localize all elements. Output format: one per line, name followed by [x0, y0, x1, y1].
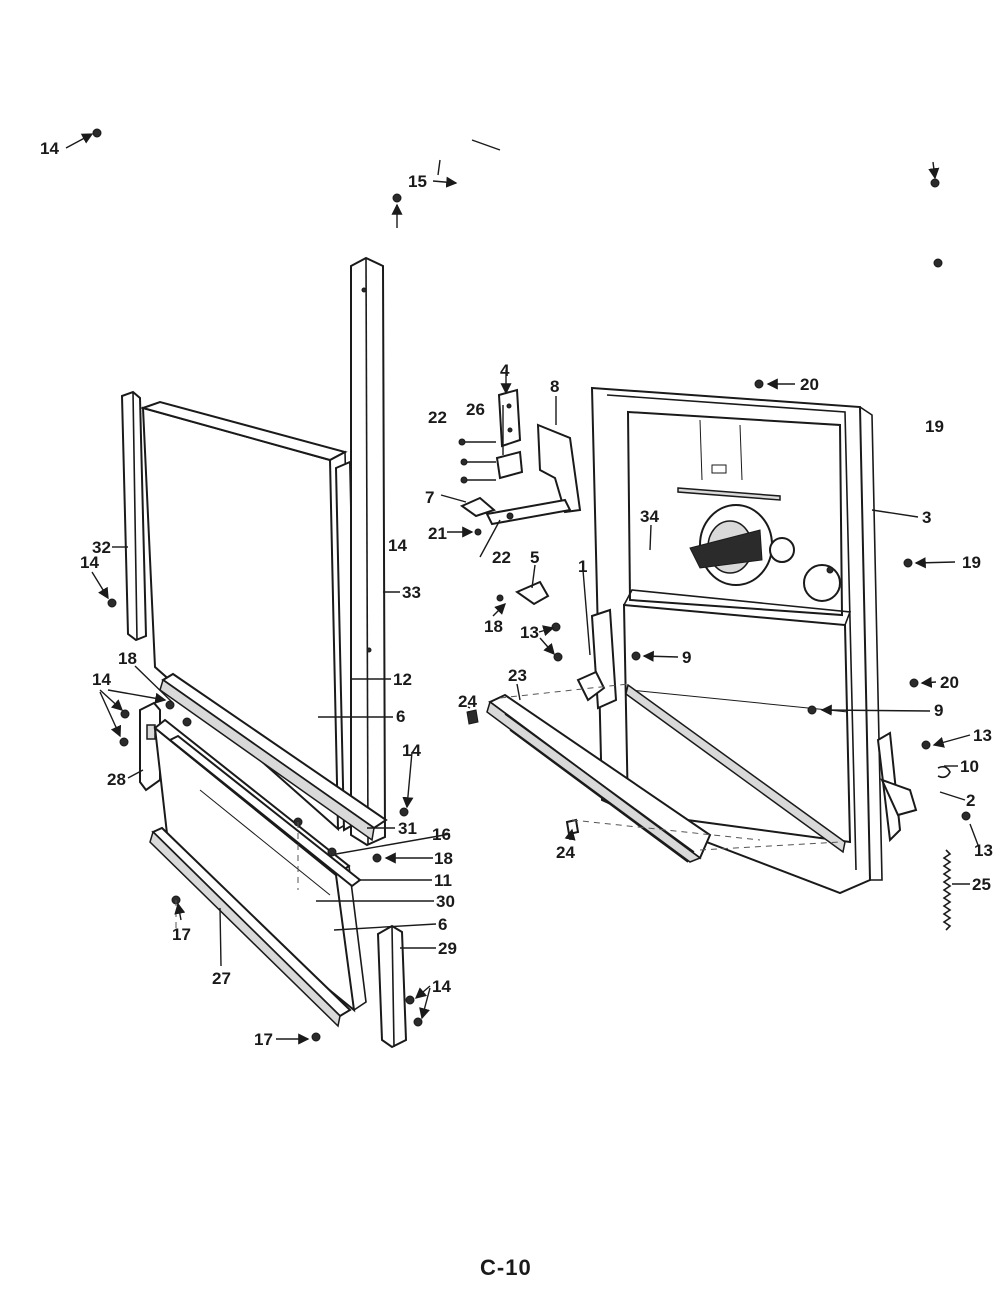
callout-9: 9	[934, 701, 943, 720]
callout-18: 18	[484, 617, 503, 636]
callout-13: 13	[974, 841, 993, 860]
callout-9: 9	[682, 648, 691, 667]
callout-17: 17	[172, 925, 191, 944]
callout-6: 6	[396, 707, 405, 726]
callout-28: 28	[107, 770, 126, 789]
callout-5: 5	[530, 548, 539, 567]
callout-23: 23	[508, 666, 527, 685]
callout-32: 32	[92, 538, 111, 557]
callout-21: 21	[428, 524, 447, 543]
callout-1: 1	[578, 557, 587, 576]
callout-25: 25	[972, 875, 991, 894]
callout-12: 12	[393, 670, 412, 689]
callout-10: 10	[960, 757, 979, 776]
callout-30: 30	[436, 892, 455, 911]
callout-14: 14	[432, 977, 451, 996]
callout-20: 20	[800, 375, 819, 394]
inner-door-assembly	[466, 178, 971, 931]
callout-6: 6	[438, 915, 447, 934]
callout-7: 7	[425, 488, 434, 507]
callout-8: 8	[550, 377, 559, 396]
leader-lines	[65, 133, 979, 1045]
callout-19: 19	[962, 553, 981, 572]
callout-14: 14	[388, 536, 407, 555]
callout-34: 34	[640, 507, 659, 526]
callout-13: 13	[520, 623, 539, 642]
callout-3: 3	[922, 508, 931, 527]
callout-29: 29	[438, 939, 457, 958]
callout-19: 19	[925, 417, 944, 436]
callout-24: 24	[458, 692, 477, 711]
callout-13: 13	[973, 726, 992, 745]
callout-11: 11	[434, 871, 452, 890]
callout-15: 15	[408, 172, 427, 191]
callout-26: 26	[466, 400, 485, 419]
callout-24: 24	[556, 843, 575, 862]
callout-14: 14	[40, 139, 59, 158]
callout-27: 27	[212, 969, 231, 988]
callout-14: 14	[92, 670, 111, 689]
callout-14: 14	[80, 553, 99, 572]
callout-22: 22	[428, 408, 447, 427]
page-label: C-10	[480, 1255, 532, 1280]
callout-31: 31	[398, 819, 417, 838]
callout-18: 18	[434, 849, 453, 868]
callout-labels: 4 8 20 22 26 19 14 15 3 7 34 14 21 22 19…	[40, 139, 993, 1049]
callout-22: 22	[492, 548, 511, 567]
outer-door-panel-assembly	[92, 128, 423, 1049]
callout-20: 20	[940, 673, 959, 692]
callout-4: 4	[500, 361, 510, 380]
callout-14: 14	[402, 741, 421, 760]
callout-2: 2	[966, 791, 975, 810]
hinge-hardware-cluster	[458, 388, 582, 606]
callout-33: 33	[402, 583, 421, 602]
callout-17: 17	[254, 1030, 273, 1049]
screw-icon	[551, 178, 971, 821]
callout-18: 18	[118, 649, 137, 668]
callout-16: 16	[432, 825, 451, 844]
